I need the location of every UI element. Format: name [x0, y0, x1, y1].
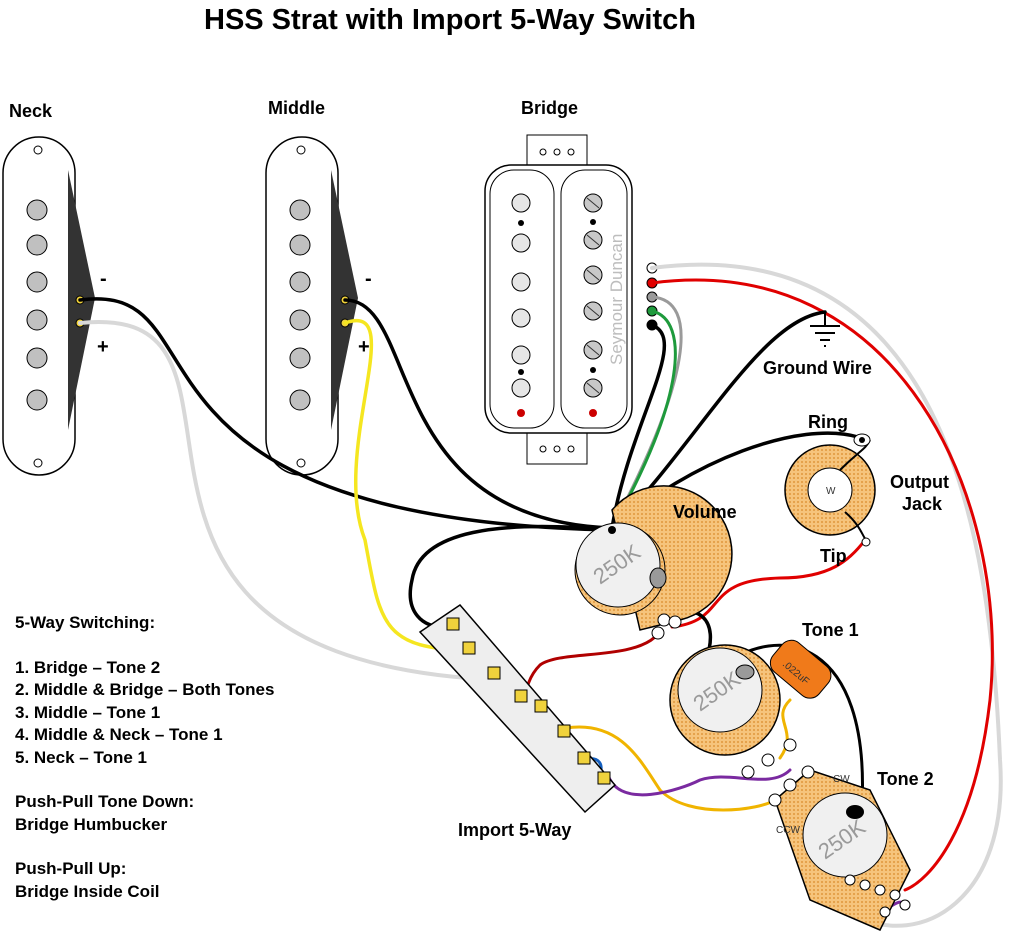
neck-pickup [2, 136, 95, 476]
tone1-label: Tone 1 [802, 620, 859, 640]
middle-minus-label: - [365, 268, 372, 290]
bridge-brand-label: Seymour Duncan [607, 234, 626, 365]
switching-item: 4. Middle & Neck – Tone 1 [15, 725, 223, 744]
switching-item: 5. Neck – Tone 1 [15, 747, 147, 767]
ground-wire-label: Ground Wire [763, 358, 872, 378]
tone2-ccw-label: CCW [776, 825, 800, 836]
neck-plus-label: + [97, 336, 109, 358]
middle-label: Middle [268, 98, 325, 118]
output-jack: W [784, 433, 876, 547]
pushpull-up-value: Bridge Inside Coil [15, 881, 160, 901]
switching-item: 2. Middle & Bridge – Both Tones [15, 680, 275, 699]
neck-label: Neck [9, 101, 53, 121]
tone2-cw-label: CW [833, 774, 850, 785]
switching-heading: 5-Way Switching: [15, 613, 156, 632]
switch-label: Import 5-Way [458, 820, 572, 840]
switching-notes: 5-Way Switching: 1. Bridge – Tone 2 2. M… [15, 612, 274, 903]
volume-pot: 250K [574, 485, 733, 640]
middle-plus-label: + [358, 336, 370, 358]
switching-item: 3. Middle – Tone 1 [15, 702, 161, 722]
output-jack-w-label: W [826, 486, 836, 497]
bridge-humbucker: Seymour Duncan [484, 134, 658, 465]
switching-item: 1. Bridge – Tone 2 [15, 657, 161, 677]
middle-pickup [265, 136, 358, 476]
tip-label: Tip [820, 546, 847, 566]
output-jack-label-line2: Jack [902, 494, 943, 514]
volume-label: Volume [673, 502, 737, 522]
pushpull-up-heading: Push-Pull Up: [15, 859, 127, 878]
import-5-way-switch [418, 604, 617, 814]
ground-symbol [810, 312, 840, 347]
ring-label: Ring [808, 412, 848, 432]
pushpull-down-heading: Push-Pull Tone Down: [15, 792, 195, 811]
output-jack-label-line1: Output [890, 472, 949, 492]
pushpull-down-value: Bridge Humbucker [15, 814, 168, 834]
tone2-label: Tone 2 [877, 769, 934, 789]
neck-minus-label: - [100, 268, 107, 290]
tone1-pot: 250K .022uF [669, 639, 832, 779]
tone2-pot: 250K CW CCW [768, 765, 911, 931]
page-title: HSS Strat with Import 5-Way Switch [204, 4, 696, 36]
bridge-label: Bridge [521, 98, 579, 118]
